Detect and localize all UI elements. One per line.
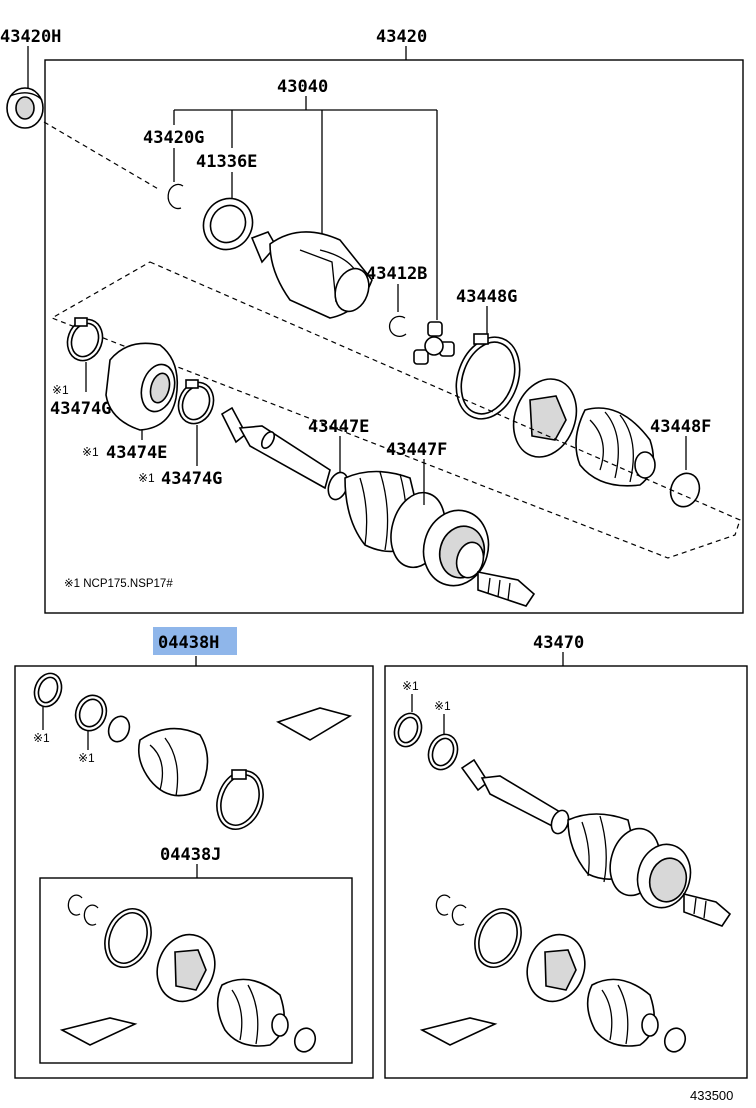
label-43420[interactable]: 43420 [376, 27, 427, 47]
snap-ring-43412B [388, 315, 407, 337]
mark-x1-43470-a: ※1 [402, 679, 419, 693]
boot-clamp-43448G [455, 333, 521, 420]
assembly-frame-43420 [44, 59, 744, 614]
label-43474E[interactable]: 43474E [106, 443, 167, 463]
boot-kit-frame-04438J [39, 877, 353, 1064]
figure-number: 433500 [690, 1088, 733, 1103]
mark-x1-43470-b: ※1 [434, 699, 451, 713]
oil-seal-43420H [6, 87, 44, 129]
label-41336E[interactable]: 41336E [196, 152, 257, 172]
kit-04438J-parts [59, 894, 317, 1053]
inboard-boot [512, 378, 656, 487]
mark-x1-kit-b: ※1 [78, 751, 95, 765]
mark-x1-43474E: ※1 [82, 445, 99, 459]
label-43448G[interactable]: 43448G [456, 287, 517, 307]
label-04438J[interactable]: 04438J [160, 845, 221, 865]
highlight-04438H [153, 627, 237, 655]
label-43420H[interactable]: 43420H [0, 27, 61, 47]
kit-04438H-parts [33, 672, 353, 830]
drive-shaft-43470 [393, 712, 732, 927]
label-43420G[interactable]: 43420G [143, 128, 204, 148]
drive-shaft-assembly [220, 406, 536, 607]
snap-ring-43420G [167, 183, 184, 210]
label-43474G-left[interactable]: 43474G [50, 399, 111, 419]
outboard-boot-43474E [105, 342, 179, 431]
boot-kit-frame-04438H [14, 665, 374, 1079]
mark-x1-left: ※1 [52, 383, 69, 397]
ring-41336E [202, 197, 254, 251]
footnote: ※1 NCP175.NSP17# [64, 578, 173, 590]
label-43470[interactable]: 43470 [533, 633, 584, 653]
kit-43470-parts [419, 894, 687, 1053]
label-43040[interactable]: 43040 [277, 77, 328, 97]
boot-clamp-43448F [669, 472, 701, 508]
mark-x1-kit-a: ※1 [33, 731, 50, 745]
inboard-joint-housing [250, 231, 373, 319]
label-43448F[interactable]: 43448F [650, 417, 711, 437]
label-43447F[interactable]: 43447F [386, 440, 447, 460]
label-43474G-right[interactable]: 43474G [161, 469, 222, 489]
shaft-assembly-frame-43470 [384, 665, 748, 1079]
label-04438H[interactable]: 04438H [158, 633, 219, 653]
tripod-joint [413, 321, 455, 365]
label-43447E[interactable]: 43447E [308, 417, 369, 437]
boot-clamp-43474G-left [66, 317, 104, 362]
mark-x1-43474G: ※1 [138, 471, 155, 485]
label-43412B[interactable]: 43412B [366, 264, 427, 284]
boot-clamp-43474G-right [177, 379, 215, 425]
